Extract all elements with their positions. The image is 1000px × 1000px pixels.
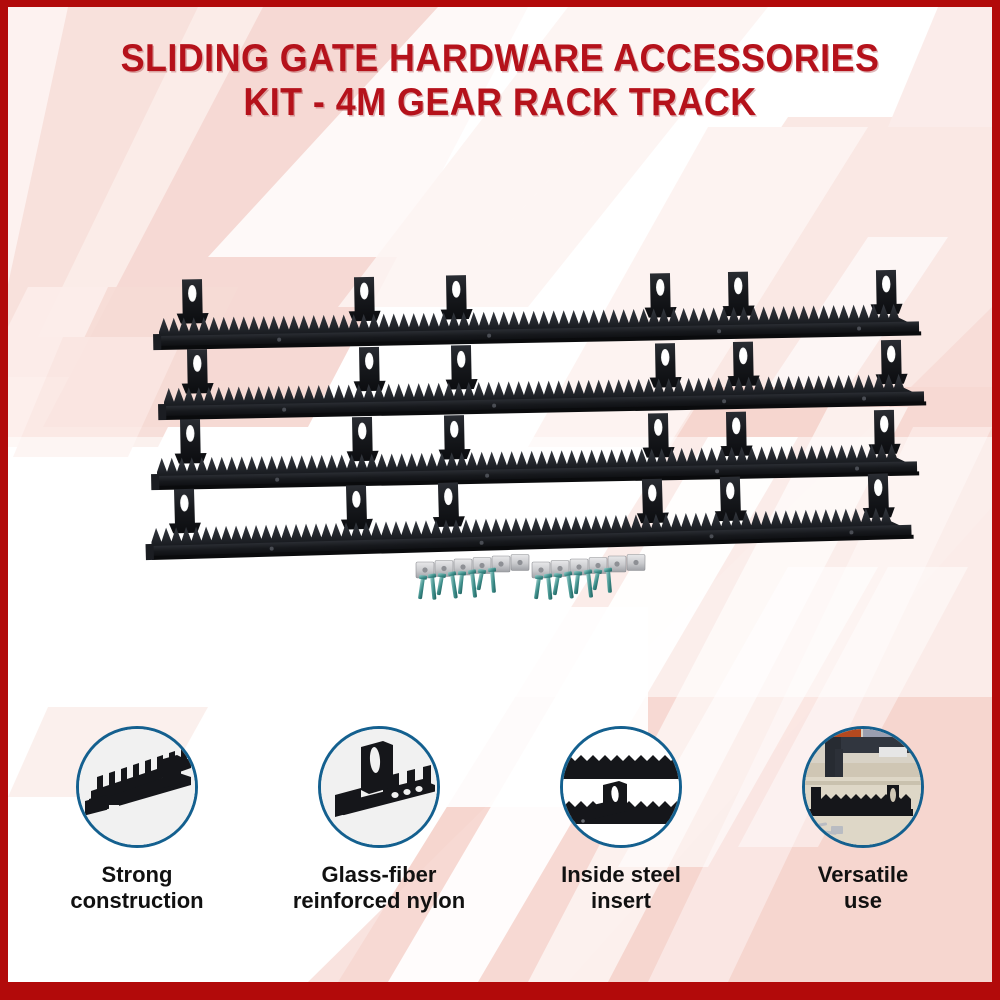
page-title: SLIDING GATE HARDWARE ACCESSORIES KIT - … — [8, 37, 992, 125]
feature-label-line2: use — [844, 888, 882, 913]
feature-highlights: Strong construction — [16, 726, 984, 956]
feature-label-line2: insert — [591, 888, 651, 913]
feature-label: Versatile use — [818, 862, 909, 914]
feature-item-inside-steel-insert: Inside steel insert — [500, 726, 742, 956]
screw-pack-2 — [531, 554, 646, 601]
gear-rack-closeup-icon — [76, 726, 198, 848]
feature-item-versatile-use: Versatile use — [742, 726, 984, 956]
feature-label-line1: Inside steel — [561, 862, 681, 887]
feature-item-strong-construction: Strong construction — [16, 726, 258, 956]
steel-insert-icon — [560, 726, 682, 848]
title-line-1: SLIDING GATE HARDWARE ACCESSORIES — [120, 37, 880, 80]
feature-item-glass-fiber-nylon: Glass-fiber reinforced nylon — [258, 726, 500, 956]
feature-label: Strong construction — [70, 862, 203, 914]
feature-label: Glass-fiber reinforced nylon — [293, 862, 465, 914]
rack-row-1 — [152, 265, 922, 351]
rack-row-2 — [157, 335, 927, 421]
feature-label-line2: reinforced nylon — [292, 888, 466, 913]
feature-label-line2: construction — [70, 888, 204, 913]
rack-bracket-closeup-icon — [318, 726, 440, 848]
screw-packs-svg — [415, 554, 646, 601]
feature-label-line1: Strong — [101, 862, 173, 887]
rack-row-3 — [150, 405, 920, 491]
screw-pack-1 — [415, 554, 530, 601]
feature-label-line1: Glass-fiber — [321, 862, 437, 887]
image-canvas: SLIDING GATE HARDWARE ACCESSORIES KIT - … — [8, 7, 992, 982]
title-line-2: KIT - 4M GEAR RACK TRACK — [243, 81, 757, 124]
hardware-screw-packs — [8, 547, 992, 627]
feature-label-line1: Versatile — [817, 862, 909, 887]
installed-gate-icon — [802, 726, 924, 848]
feature-label: Inside steel insert — [561, 862, 681, 914]
